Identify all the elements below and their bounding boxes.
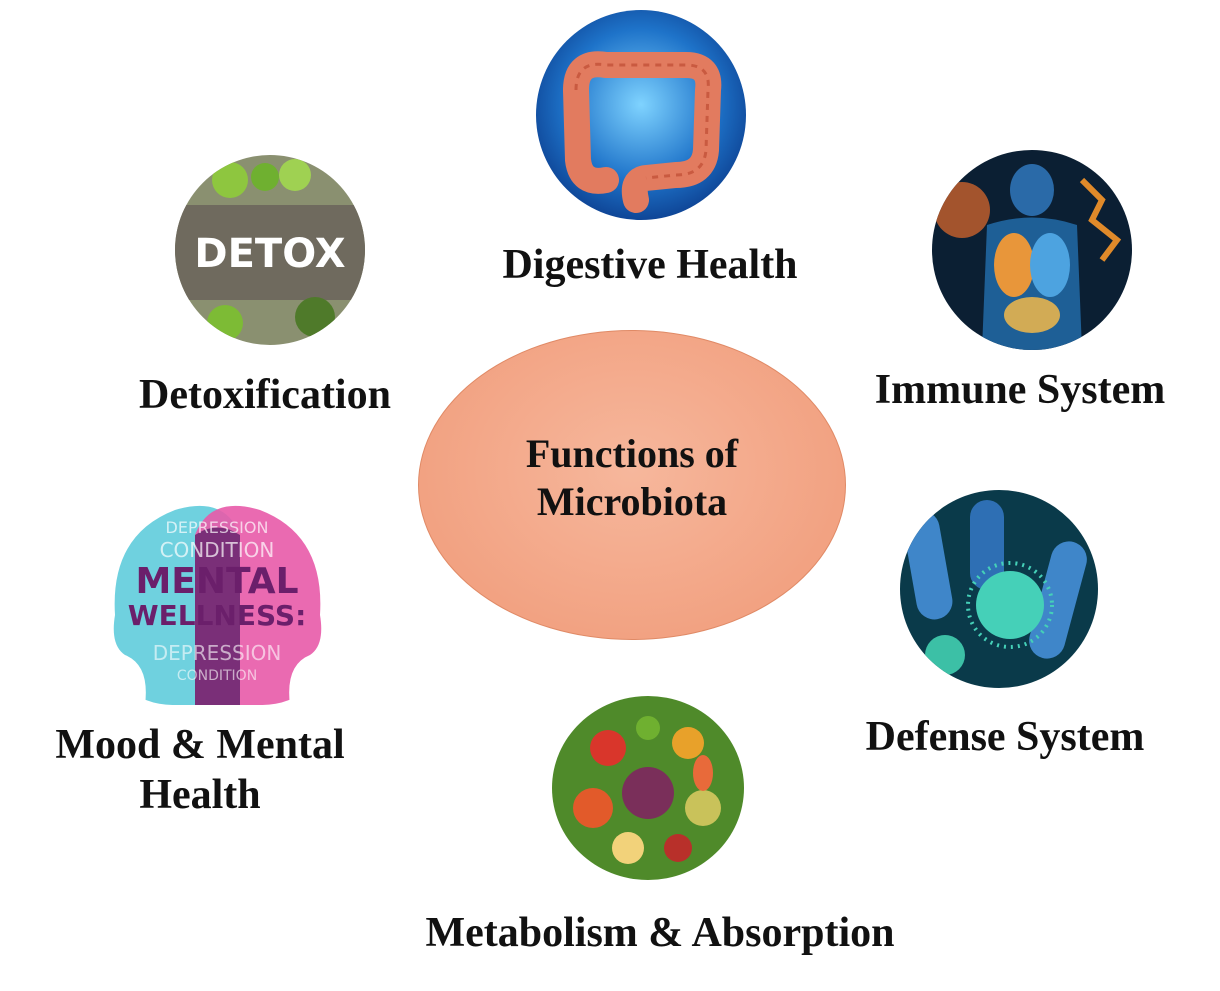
colon-icon (536, 10, 746, 220)
svg-text:MENTAL: MENTAL (135, 561, 298, 602)
center-title-line1: Functions of (525, 431, 739, 476)
immune-system-label: Immune System (874, 367, 1166, 413)
center-title: Functions of Microbiota (418, 430, 846, 526)
metabolism-absorption-label: Metabolism & Absorption (425, 910, 895, 956)
human-body-organs-icon (932, 150, 1132, 350)
defense-system-label: Defense System (865, 714, 1145, 760)
svg-text:WELLNESS:: WELLNESS: (128, 599, 307, 632)
mood-label-line1: Mood & Mental (55, 722, 345, 768)
center-title-line2: Microbiota (536, 479, 728, 524)
svg-text:DEPRESSION: DEPRESSION (153, 641, 282, 665)
healthy-food-icon (548, 688, 748, 888)
detoxification-label: Detoxification (139, 372, 391, 418)
mental-wellness-heads-icon: DEPRESSION CONDITION MENTAL WELLNESS: DE… (105, 495, 330, 705)
detox-greens-icon: DETOX (175, 155, 365, 345)
mood-label-line2: Health (139, 772, 261, 819)
digestive-health-label: Digestive Health (502, 242, 798, 288)
bacteria-icon (900, 490, 1098, 688)
mood-mental-health-label: Mood & Mental Health (20, 720, 380, 821)
svg-text:CONDITION: CONDITION (160, 538, 275, 562)
svg-text:CONDITION: CONDITION (177, 668, 257, 684)
detox-image-text: DETOX (194, 231, 345, 277)
center-ellipse (418, 330, 846, 640)
svg-text:DEPRESSION: DEPRESSION (166, 518, 269, 537)
